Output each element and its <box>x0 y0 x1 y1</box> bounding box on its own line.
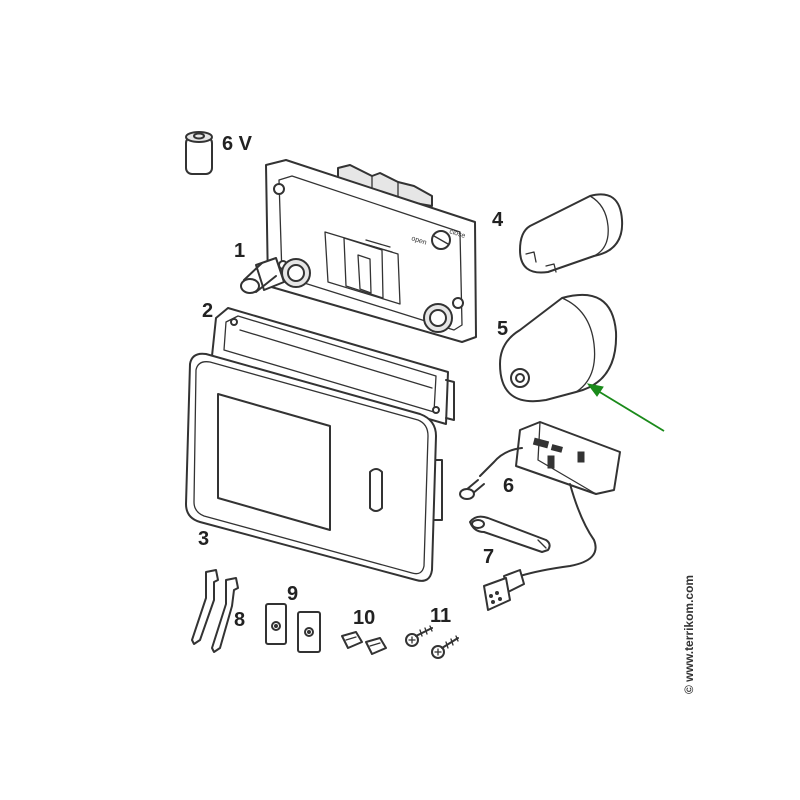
copyright-watermark: © www.terrikom.com <box>682 575 696 694</box>
close-text: close <box>448 228 466 240</box>
part-3-label: 3 <box>198 528 209 550</box>
indicator-arrow <box>586 383 665 432</box>
part-5-battery-housing <box>499 293 618 403</box>
part-10-caps <box>341 631 387 655</box>
open-text: open <box>410 235 427 247</box>
part-1-backplate: open close <box>240 159 477 343</box>
part-6-label: 6 <box>503 475 514 497</box>
part-1-label: 1 <box>234 240 245 262</box>
part-11-screws <box>405 625 459 659</box>
part-3-cover-plate <box>185 352 437 582</box>
part-10-label: 10 <box>353 607 375 629</box>
part-8-label: 8 <box>234 609 245 631</box>
battery-label: 6 V <box>222 133 253 155</box>
battery-6v <box>185 131 213 175</box>
part-8-clips <box>191 569 239 653</box>
part-9-nut-plates <box>265 603 321 653</box>
part-7-label: 7 <box>483 546 494 568</box>
part-2-label: 2 <box>202 300 213 322</box>
part-2-frame <box>211 307 455 521</box>
part-4-label: 4 <box>492 209 504 231</box>
part-9-label: 9 <box>287 583 298 605</box>
part-6-sensor-module <box>459 421 621 611</box>
part-11-label: 11 <box>430 605 451 627</box>
part-5-label: 5 <box>497 318 508 340</box>
part-4-cap <box>519 193 624 274</box>
part-7-key <box>469 515 551 553</box>
